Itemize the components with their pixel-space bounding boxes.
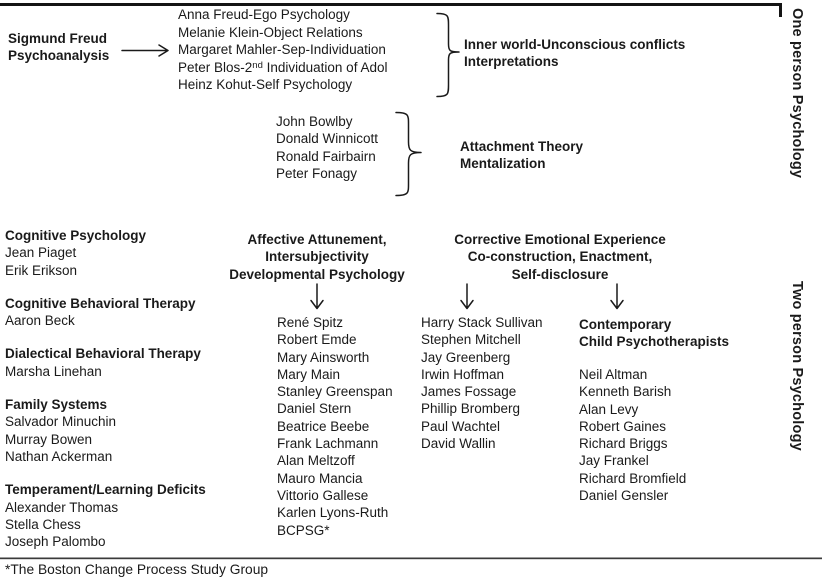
person-name: Stella Chess: [5, 516, 81, 532]
contemporary-title-line: Child Psychotherapists: [579, 334, 730, 350]
affective-title-line: Affective Attunement,: [247, 232, 387, 247]
person-name: Daniel Stern: [277, 401, 352, 417]
person-name: Anna Freud-Ego Psychology: [178, 7, 350, 22]
freud-source-label: Sigmund Freud Psychoanalysis: [8, 30, 109, 65]
top-rule: [0, 3, 782, 17]
person-name: Joseph Palombo: [5, 534, 106, 550]
school-group-cbt: Cognitive Behavioral Therapy Aaron Beck: [5, 295, 230, 330]
person-name: James Fossage: [421, 384, 517, 400]
attachment-outcome-line2: Mentalization: [460, 156, 546, 172]
affective-down-arrow: [310, 283, 324, 310]
person-name: Vittorio Gallese: [277, 487, 369, 503]
affective-title-line: Developmental Psychology: [229, 266, 405, 282]
footnote: *The Boston Change Process Study Group: [5, 562, 269, 577]
person-name: Aaron Beck: [5, 313, 75, 329]
corrective-title-line: Self-disclosure: [511, 266, 609, 282]
person-name: Paul Wachtel: [421, 418, 501, 434]
person-name: John Bowlby: [276, 114, 353, 129]
freud-outcome-line1: Inner world-Unconscious conflicts: [464, 37, 686, 52]
person-name: Mauro Mancia: [277, 470, 363, 486]
freud-source-line2: Psychoanalysis: [8, 48, 110, 64]
contemporary-title-line: Contemporary: [579, 317, 672, 332]
school-group-dbt: Dialectical Behavioral Therapy Marsha Li…: [5, 345, 230, 380]
school-group-title: Cognitive Behavioral Therapy: [5, 295, 196, 311]
person-name: Stanley Greenspan: [277, 384, 393, 400]
freud-arrow: [121, 44, 169, 57]
school-group-title: Cognitive Psychology: [5, 228, 147, 243]
person-name: Ronald Fairbairn: [276, 148, 376, 164]
attachment-outcome-line1: Attachment Theory: [460, 139, 584, 154]
person-name: Mary Ainsworth: [277, 349, 370, 365]
person-name: Salvador Minuchin: [5, 414, 117, 430]
person-name: Neil Altman: [579, 367, 648, 382]
corrective-title-line: Co-construction, Enactment,: [467, 249, 653, 265]
school-group-title: Dialectical Behavioral Therapy: [5, 346, 201, 362]
person-name: Mary Main: [277, 366, 341, 382]
person-name: Murray Bowen: [5, 431, 93, 447]
freud-outcome-label: Inner world-Unconscious conflicts Interp…: [464, 36, 685, 71]
person-name: BCPSG*: [277, 522, 330, 538]
person-name: Kenneth Barish: [579, 384, 672, 400]
person-name: Nathan Ackerman: [5, 448, 113, 464]
person-name: Peter Fonagy: [276, 165, 358, 181]
school-group-people: Marsha Linehan: [5, 363, 230, 380]
person-name: Harry Stack Sullivan: [421, 315, 543, 330]
person-name: Karlen Lyons-Ruth: [277, 505, 389, 521]
corrective-title-line: Corrective Emotional Experience: [454, 232, 666, 247]
corrective-down-arrow-right: [610, 283, 624, 310]
person-name: Robert Emde: [277, 332, 357, 348]
person-name: Jay Greenberg: [421, 349, 511, 365]
person-name: Alan Levy: [579, 401, 639, 417]
person-name: David Wallin: [421, 436, 496, 452]
freud-outcome-line2: Interpretations: [464, 54, 559, 70]
freud-source-line1: Sigmund Freud: [8, 31, 107, 46]
attachment-brace: [395, 111, 422, 197]
person-name: Irwin Hoffman: [421, 366, 505, 382]
person-name: Jay Frankel: [579, 453, 649, 469]
corrective-down-arrow-left: [460, 283, 474, 310]
school-group-temperament: Temperament/Learning Deficits Alexander …: [5, 481, 230, 550]
person-name: Margaret Mahler-Sep-Individuation: [178, 42, 386, 57]
person-name: Melanie Klein-Object Relations: [178, 24, 363, 40]
freud-bracket: [436, 12, 460, 98]
person-name: Alexander Thomas: [5, 499, 119, 515]
person-name: Heinz Kohut-Self Psychology: [178, 77, 353, 92]
person-name: Richard Bromfield: [579, 470, 687, 486]
person-name: Donald Winnicott: [276, 131, 379, 147]
affective-title-line: Intersubjectivity: [265, 249, 369, 265]
person-name: Marsha Linehan: [5, 363, 102, 379]
person-name: Daniel Gensler: [579, 488, 669, 504]
school-group-title: Family Systems: [5, 397, 108, 413]
person-name: René Spitz: [277, 315, 344, 330]
person-name: Erik Erikson: [5, 262, 78, 278]
person-name: Beatrice Beebe: [277, 418, 370, 434]
school-group-title: Temperament/Learning Deficits: [5, 482, 206, 498]
attachment-outcome-label: Attachment Theory Mentalization: [460, 138, 583, 173]
person-name: Stephen Mitchell: [421, 332, 521, 348]
person-name: Alan Meltzoff: [277, 453, 355, 469]
person-name: Peter Blos-2nd Individuation of Adol: [178, 59, 388, 75]
school-group-people: Aaron Beck: [5, 312, 230, 329]
person-name: Jean Piaget: [5, 245, 77, 261]
one-person-psychology-label: One person Psychology: [789, 8, 805, 179]
person-name: Frank Lachmann: [277, 436, 379, 452]
person-name: Robert Gaines: [579, 418, 667, 434]
two-person-psychology-label: Two person Psychology: [789, 281, 805, 451]
person-name: Richard Briggs: [579, 436, 668, 452]
person-name: Phillip Bromberg: [421, 401, 521, 417]
